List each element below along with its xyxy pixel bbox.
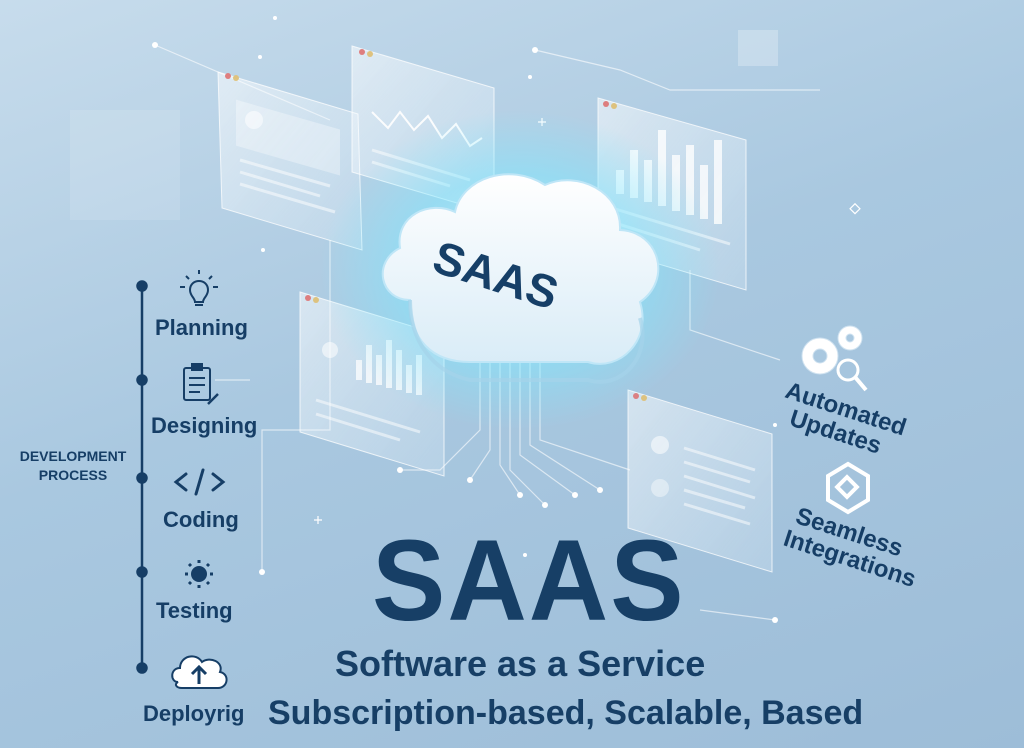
development-process-label: DEVELOPMENT PROCESS — [19, 448, 127, 483]
step-designing: Designing — [151, 413, 258, 438]
panel-profile-right — [627, 389, 773, 573]
gear-icon — [185, 560, 213, 588]
main-title: SAAS — [372, 515, 686, 646]
bg-square — [70, 110, 180, 220]
step-testing: Testing — [156, 598, 233, 623]
cloud-upload-icon — [171, 655, 228, 689]
step-deploying: Deployrig — [143, 701, 245, 726]
connection-dots — [152, 16, 778, 623]
bg-square — [738, 30, 778, 66]
main-tagline: Subscription-based, Scalable, Based — [268, 694, 864, 732]
lightbulb-icon — [180, 270, 218, 306]
step-planning: Planning — [155, 315, 248, 340]
integration-icon — [826, 461, 870, 515]
step-coding: Coding — [163, 507, 239, 532]
process-timeline — [136, 280, 148, 674]
panel-profile — [217, 71, 363, 251]
code-icon — [173, 468, 226, 496]
main-subtitle: Software as a Service — [335, 643, 706, 684]
cloud-graphic — [320, 110, 720, 430]
gears-icon — [801, 325, 868, 392]
clipboard-icon — [183, 363, 219, 405]
